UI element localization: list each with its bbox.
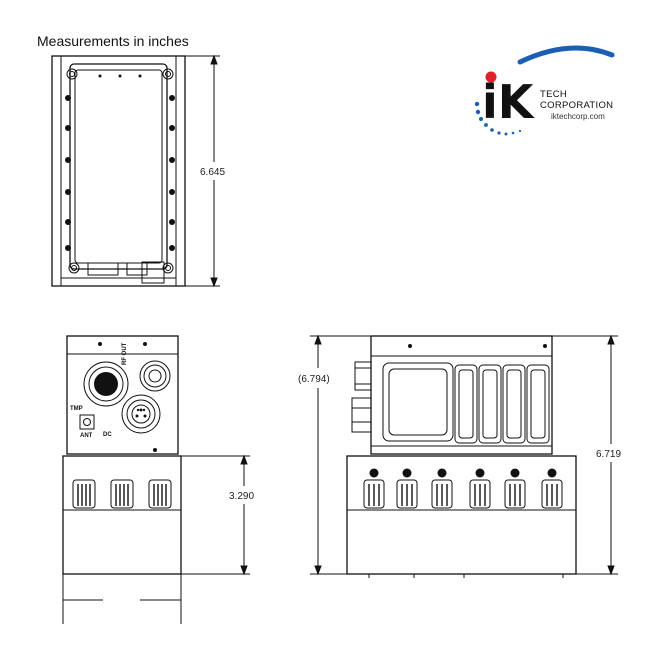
top-view-fasteners: [65, 74, 175, 251]
dimension-line-6719: [552, 334, 618, 576]
dimension-line-6794: [310, 334, 371, 576]
logo-line2: CORPORATION: [540, 100, 613, 111]
drawing-caption: Measurements in inches: [37, 33, 189, 49]
rf-out-label: RF OUT: [122, 342, 128, 365]
tmp-label: TMP: [70, 406, 83, 412]
dim-label-6794: (6.794): [298, 374, 330, 385]
ik-tech-logo: iK TECH CORPORATION iktechcorp.com: [474, 45, 615, 136]
ant-label: ANT: [80, 433, 93, 439]
logo-dot-trail-icon: [474, 101, 522, 136]
logo-red-dot-icon: [485, 71, 497, 83]
dim-label-6645: 6.645: [200, 167, 225, 178]
dimension-line-3290: [181, 454, 250, 576]
logo-url: iktechcorp.com: [551, 112, 605, 121]
logo-mark: iK: [482, 75, 536, 129]
dc-label: DC: [103, 432, 112, 438]
front-view: [62, 335, 182, 624]
dimension-line-6645: [185, 54, 220, 288]
side-view-clamp-ribs: [368, 484, 558, 506]
dim-label-6719: 6.719: [596, 449, 621, 460]
side-view: [346, 335, 577, 578]
front-view-clamp-ribs: [77, 484, 167, 506]
side-view-clamp-knobs: [369, 468, 557, 478]
dim-label-3290: 3.290: [229, 491, 254, 502]
logo-arc-icon: [517, 45, 615, 65]
logo-line1: TECH: [540, 89, 567, 100]
top-view: [51, 55, 186, 287]
